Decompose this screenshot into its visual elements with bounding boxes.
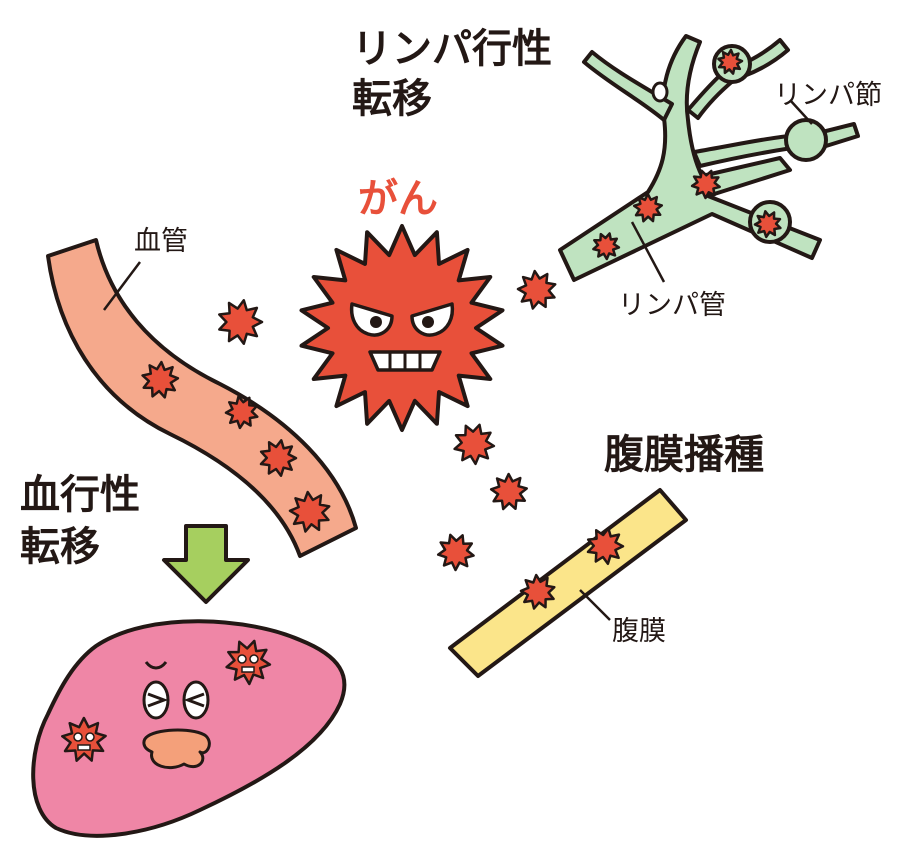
liver-body: [31, 619, 347, 838]
cancer-monster: [299, 224, 505, 432]
cancer-cell-icon: [453, 423, 496, 466]
cancer-cell-icon: [632, 192, 664, 223]
cancer-cell-icon: [436, 533, 475, 572]
cancer-cell-icon: [586, 527, 625, 566]
cancer-cell-icon: [516, 269, 557, 310]
lymph-valve: [651, 81, 669, 103]
label-hematogenous-metastasis-1: 血行性: [20, 472, 140, 518]
cancer-cell-icon: [519, 573, 556, 610]
cancer-cell-face: [237, 654, 259, 673]
blood-vessel: [46, 238, 358, 558]
cancer-cell-face: [73, 732, 95, 751]
peritoneum: [448, 488, 688, 678]
cancer-cell-icon: [717, 48, 744, 75]
label-hematogenous-metastasis-2: 転移: [20, 524, 100, 570]
label-cancer: がん: [358, 176, 438, 222]
cancer-cell-icon: [753, 210, 782, 239]
liver-icon: [31, 619, 347, 838]
cancer-cell-icon: [61, 716, 107, 762]
label-lymphatic-metastasis-2: 転移: [352, 76, 432, 122]
cancer-cell-icon: [224, 395, 259, 430]
cancer-cell-icon: [225, 639, 272, 686]
label-peritoneal-dissemination: 腹膜播種: [604, 432, 764, 478]
cancer-cell-icon: [592, 232, 621, 261]
blood-vessel-leader: [103, 261, 141, 311]
label-lymphatic-metastasis-1: リンパ行性: [352, 26, 552, 72]
lymph-node-leader: [789, 99, 813, 125]
peritoneum-leader: [579, 589, 611, 621]
cancer-cell-icon: [218, 299, 264, 345]
label-lymph-vessel: リンパ管: [618, 290, 726, 321]
label-blood-vessel: 血管: [134, 226, 188, 257]
liver-mouth: [142, 728, 211, 769]
cancer-cell-icon: [141, 360, 180, 399]
label-lymph-node: リンパ節: [774, 80, 882, 111]
spiky-cancer-cell-icon: [299, 224, 505, 432]
cancer-cells: [61, 48, 782, 762]
lymph-node-right: [784, 118, 828, 162]
cancer-cell-icon: [288, 490, 331, 533]
cancer-cell-icon: [489, 472, 528, 511]
blood-vessel-tube: [46, 238, 358, 558]
lymph-vessel-leader: [630, 221, 666, 283]
cancer-cell-icon: [259, 439, 298, 477]
down-arrow-icon: [162, 524, 250, 604]
label-peritoneum: 腹膜: [612, 616, 666, 647]
cancer-cell-icon: [690, 169, 721, 200]
peritoneum-band: [448, 488, 688, 678]
